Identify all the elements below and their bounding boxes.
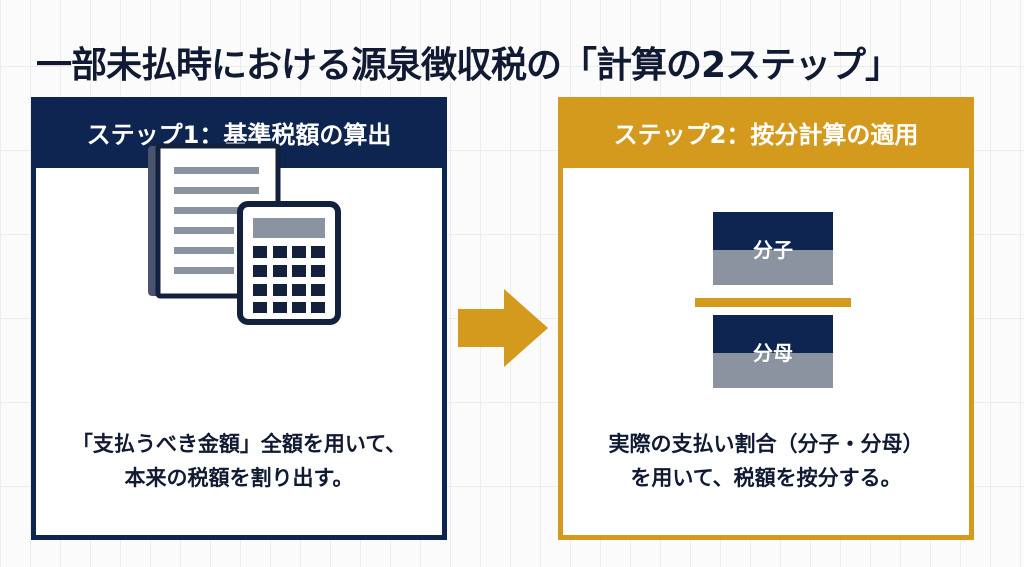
numerator-label: 分子 (753, 238, 793, 262)
step1-desc-line1: 「支払うべき金額」全額を用いて、 (71, 432, 407, 456)
denominator-label: 分母 (753, 341, 793, 365)
step1-description: 「支払うべき金額」全額を用いて、 本来の税額を割り出す。 (36, 427, 442, 495)
step1-desc-line2: 本来の税額を割り出す。 (124, 466, 354, 490)
numerator-box: 分子 (713, 212, 833, 285)
step2-desc-line2: を用いて、税額を按分する。 (630, 466, 902, 490)
step2-description: 実際の支払い割合（分子・分母） を用いて、税額を按分する。 (563, 427, 969, 495)
step2-card: ステップ2：按分計算の適用 分子 分母 実際の支払い割合（分子・分母） を用いて… (558, 97, 974, 540)
arrow-right-icon (458, 289, 548, 367)
fraction-bar (695, 298, 851, 307)
document-calculator-icon (148, 143, 341, 325)
step1-card: ステップ1：基準税額の算出 「支払うべき金額」全額を用いて、 本来の税額を割り出… (31, 97, 447, 540)
step2-desc-line1: 実際の支払い割合（分子・分母） (608, 432, 924, 456)
denominator-box: 分母 (713, 315, 833, 388)
step2-header: ステップ2：按分計算の適用 (558, 97, 974, 168)
page-title: 一部未払時における源泉徴収税の「計算の2ステップ」 (36, 45, 901, 86)
